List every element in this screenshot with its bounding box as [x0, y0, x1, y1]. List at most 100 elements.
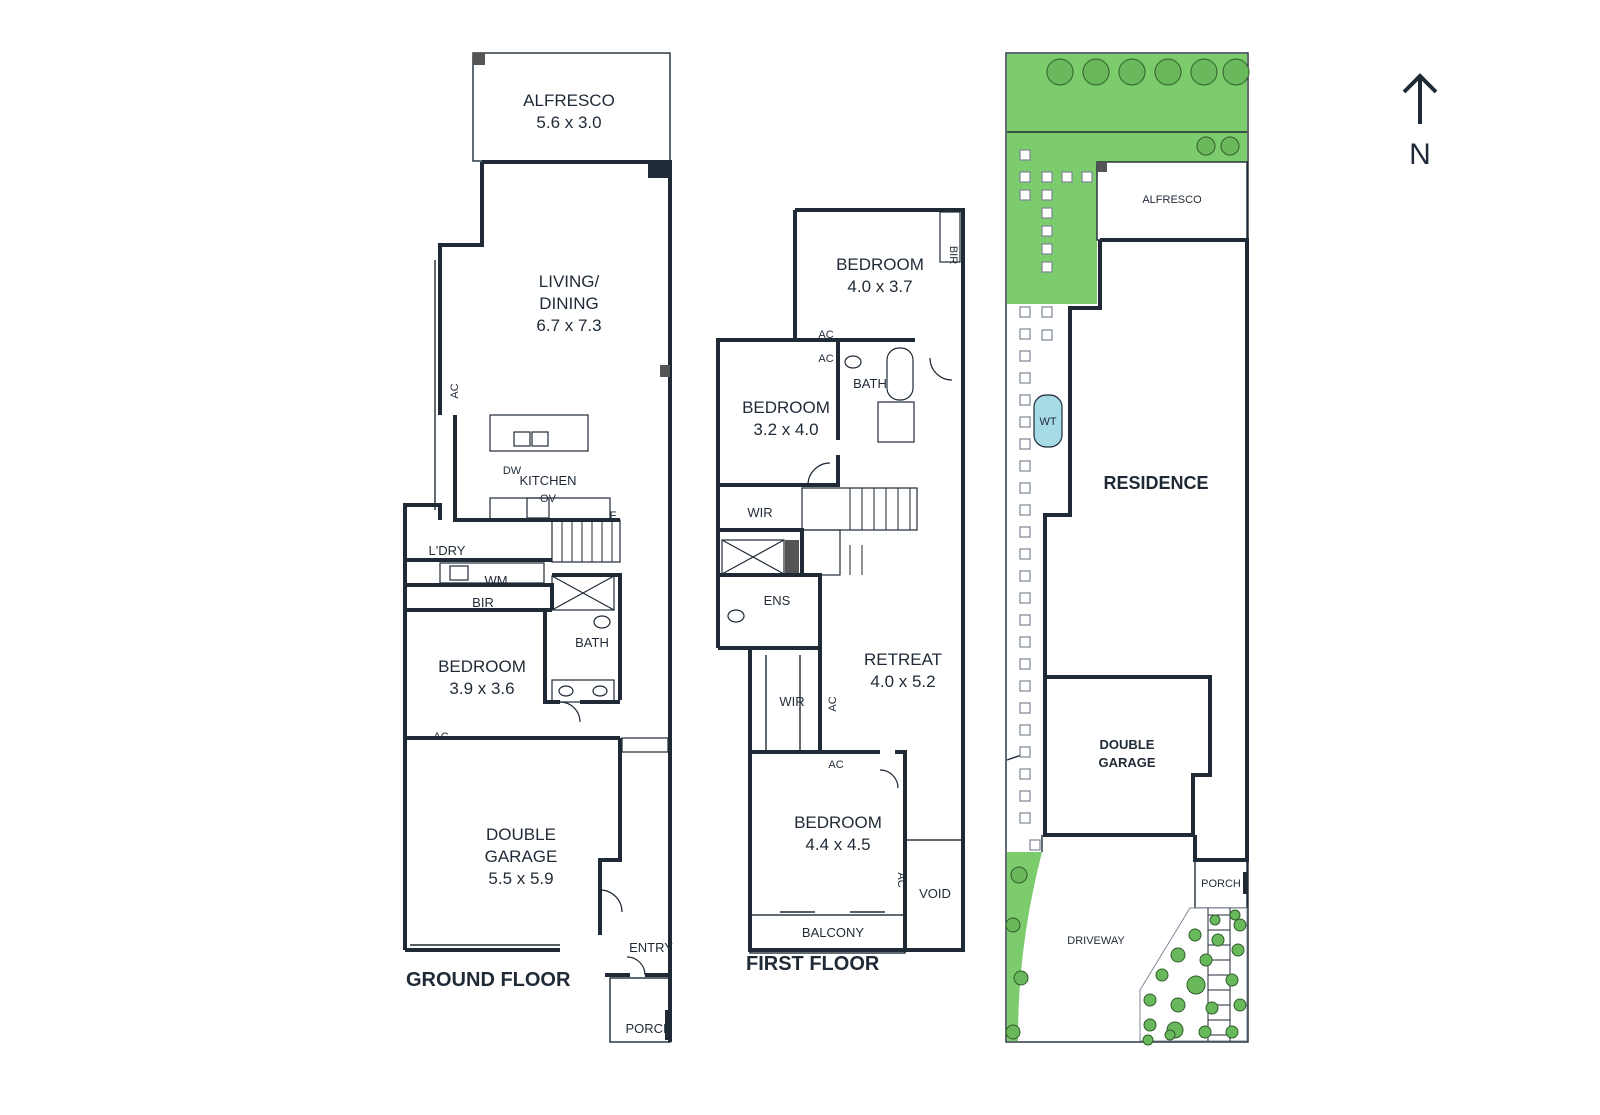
tree-icon	[1188, 928, 1202, 942]
door-swing	[626, 956, 646, 976]
bedroom-dims: 4.4 x 4.5	[805, 835, 870, 854]
door-swing	[599, 889, 623, 913]
bedroom-label: BEDROOM	[438, 657, 526, 676]
bedroom-dims: 4.0 x 3.7	[847, 277, 912, 296]
stepping-stone	[1019, 768, 1031, 780]
stepping-stone	[1019, 394, 1031, 406]
first-floor-plan: BEDROOM 4.0 x 3.7 BIR AC AC BATH BEDROOM…	[716, 208, 965, 975]
stepping-stone	[1019, 171, 1031, 183]
wall	[718, 646, 905, 952]
bedroom-label: BEDROOM	[836, 255, 924, 274]
wall	[718, 573, 822, 648]
washing-machine	[449, 565, 469, 581]
living-label: LIVING/	[539, 272, 600, 291]
tree-icon	[1143, 993, 1157, 1007]
stepping-stone	[1081, 171, 1093, 183]
stepping-stone	[1041, 207, 1053, 219]
tree-icon	[1231, 943, 1245, 957]
stepping-stone	[1041, 243, 1053, 255]
ac-label: AC	[818, 329, 833, 341]
residence-wall	[1043, 240, 1195, 837]
bir-label: BIR	[472, 595, 494, 610]
stepping-stone	[1019, 189, 1031, 201]
wall	[453, 415, 620, 522]
void-label: VOID	[919, 886, 951, 901]
ground-floor-plan: ALFRESCO 5.6 x 3.0 LIVING/ DINING 6.7 x …	[403, 52, 673, 1043]
site-plan: ALFRESCO WT RESIDENCE DOUBLE GARAGE PORC…	[1005, 52, 1250, 1046]
residence-label: RESIDENCE	[1103, 473, 1208, 493]
stair	[801, 529, 841, 576]
north-arrow: N	[1402, 73, 1438, 171]
ac-label: AC	[828, 759, 843, 771]
north-label: N	[1409, 138, 1431, 171]
wall	[438, 162, 484, 415]
wall	[543, 610, 560, 704]
tree-icon	[1170, 947, 1186, 963]
stepping-stone	[1019, 526, 1031, 538]
shower	[551, 575, 615, 611]
stepping-stone	[1019, 482, 1031, 494]
tree-icon	[1082, 58, 1110, 86]
stepping-stone	[1019, 350, 1031, 362]
washing-machine-label: WM	[484, 573, 507, 588]
built-in-robe	[939, 211, 961, 263]
stepping-stone	[1041, 171, 1053, 183]
tree-icon	[1013, 970, 1029, 986]
wall	[716, 210, 797, 648]
tree-icon	[1046, 58, 1074, 86]
stepping-stones	[1019, 149, 1093, 851]
stepping-stone	[1041, 329, 1053, 341]
dishwasher-label: DW	[503, 465, 522, 477]
sink-bowl	[513, 431, 531, 447]
stepping-stone	[1019, 636, 1031, 648]
stepping-stone	[1019, 746, 1031, 758]
stepping-stone	[1019, 790, 1031, 802]
wall	[403, 503, 442, 950]
ensuite-label: ENS	[764, 593, 791, 608]
bedroom-dims: 3.9 x 3.6	[449, 679, 514, 698]
bath-label: BATH	[853, 376, 887, 391]
ac-label: AC	[827, 696, 839, 711]
vanity	[551, 679, 615, 703]
stair	[801, 487, 918, 531]
tree-icon	[1143, 1018, 1157, 1032]
dining-label: DINING	[539, 294, 599, 313]
porch-label: PORCH	[1201, 878, 1241, 890]
entry-label: ENTRY	[629, 940, 673, 955]
wall	[718, 528, 804, 575]
tree-icon	[1225, 973, 1239, 987]
water-tank	[1033, 394, 1063, 448]
stepping-stone	[1019, 416, 1031, 428]
tree-icon	[1142, 1034, 1154, 1046]
stepping-stone	[1019, 460, 1031, 472]
first-floor-title: FIRST FLOOR	[746, 953, 880, 975]
garage-label: GARAGE	[1098, 755, 1155, 770]
fridge-label: F	[610, 510, 617, 522]
stepping-stone	[1041, 225, 1053, 237]
stepping-stone	[1019, 372, 1031, 384]
stepping-stone	[1019, 438, 1031, 450]
tree-icon	[1118, 58, 1146, 86]
stair	[551, 519, 621, 563]
living-dims: 6.7 x 7.3	[536, 316, 601, 335]
tree-icon	[1222, 58, 1250, 86]
stepping-stone	[1041, 189, 1053, 201]
tree-icon	[1005, 1024, 1021, 1040]
wall	[552, 573, 622, 700]
stepping-stone	[1019, 724, 1031, 736]
alfresco-dims: 5.6 x 3.0	[536, 113, 601, 132]
bedroom-label: BEDROOM	[794, 813, 882, 832]
stepping-stone	[1061, 171, 1073, 183]
tree-icon	[1186, 975, 1206, 995]
stepping-stone	[1019, 614, 1031, 626]
driveway-label: DRIVEWAY	[1067, 935, 1125, 947]
kitchen-label: KITCHEN	[519, 473, 576, 488]
wall	[598, 738, 622, 935]
door-swing	[879, 769, 899, 789]
wir-label: WIR	[747, 505, 772, 520]
tree-icon	[1199, 953, 1213, 967]
ac-label: AC	[818, 353, 833, 365]
stair-treads	[561, 520, 613, 562]
tree-icon	[1010, 866, 1028, 884]
stepping-stone	[1029, 839, 1041, 851]
